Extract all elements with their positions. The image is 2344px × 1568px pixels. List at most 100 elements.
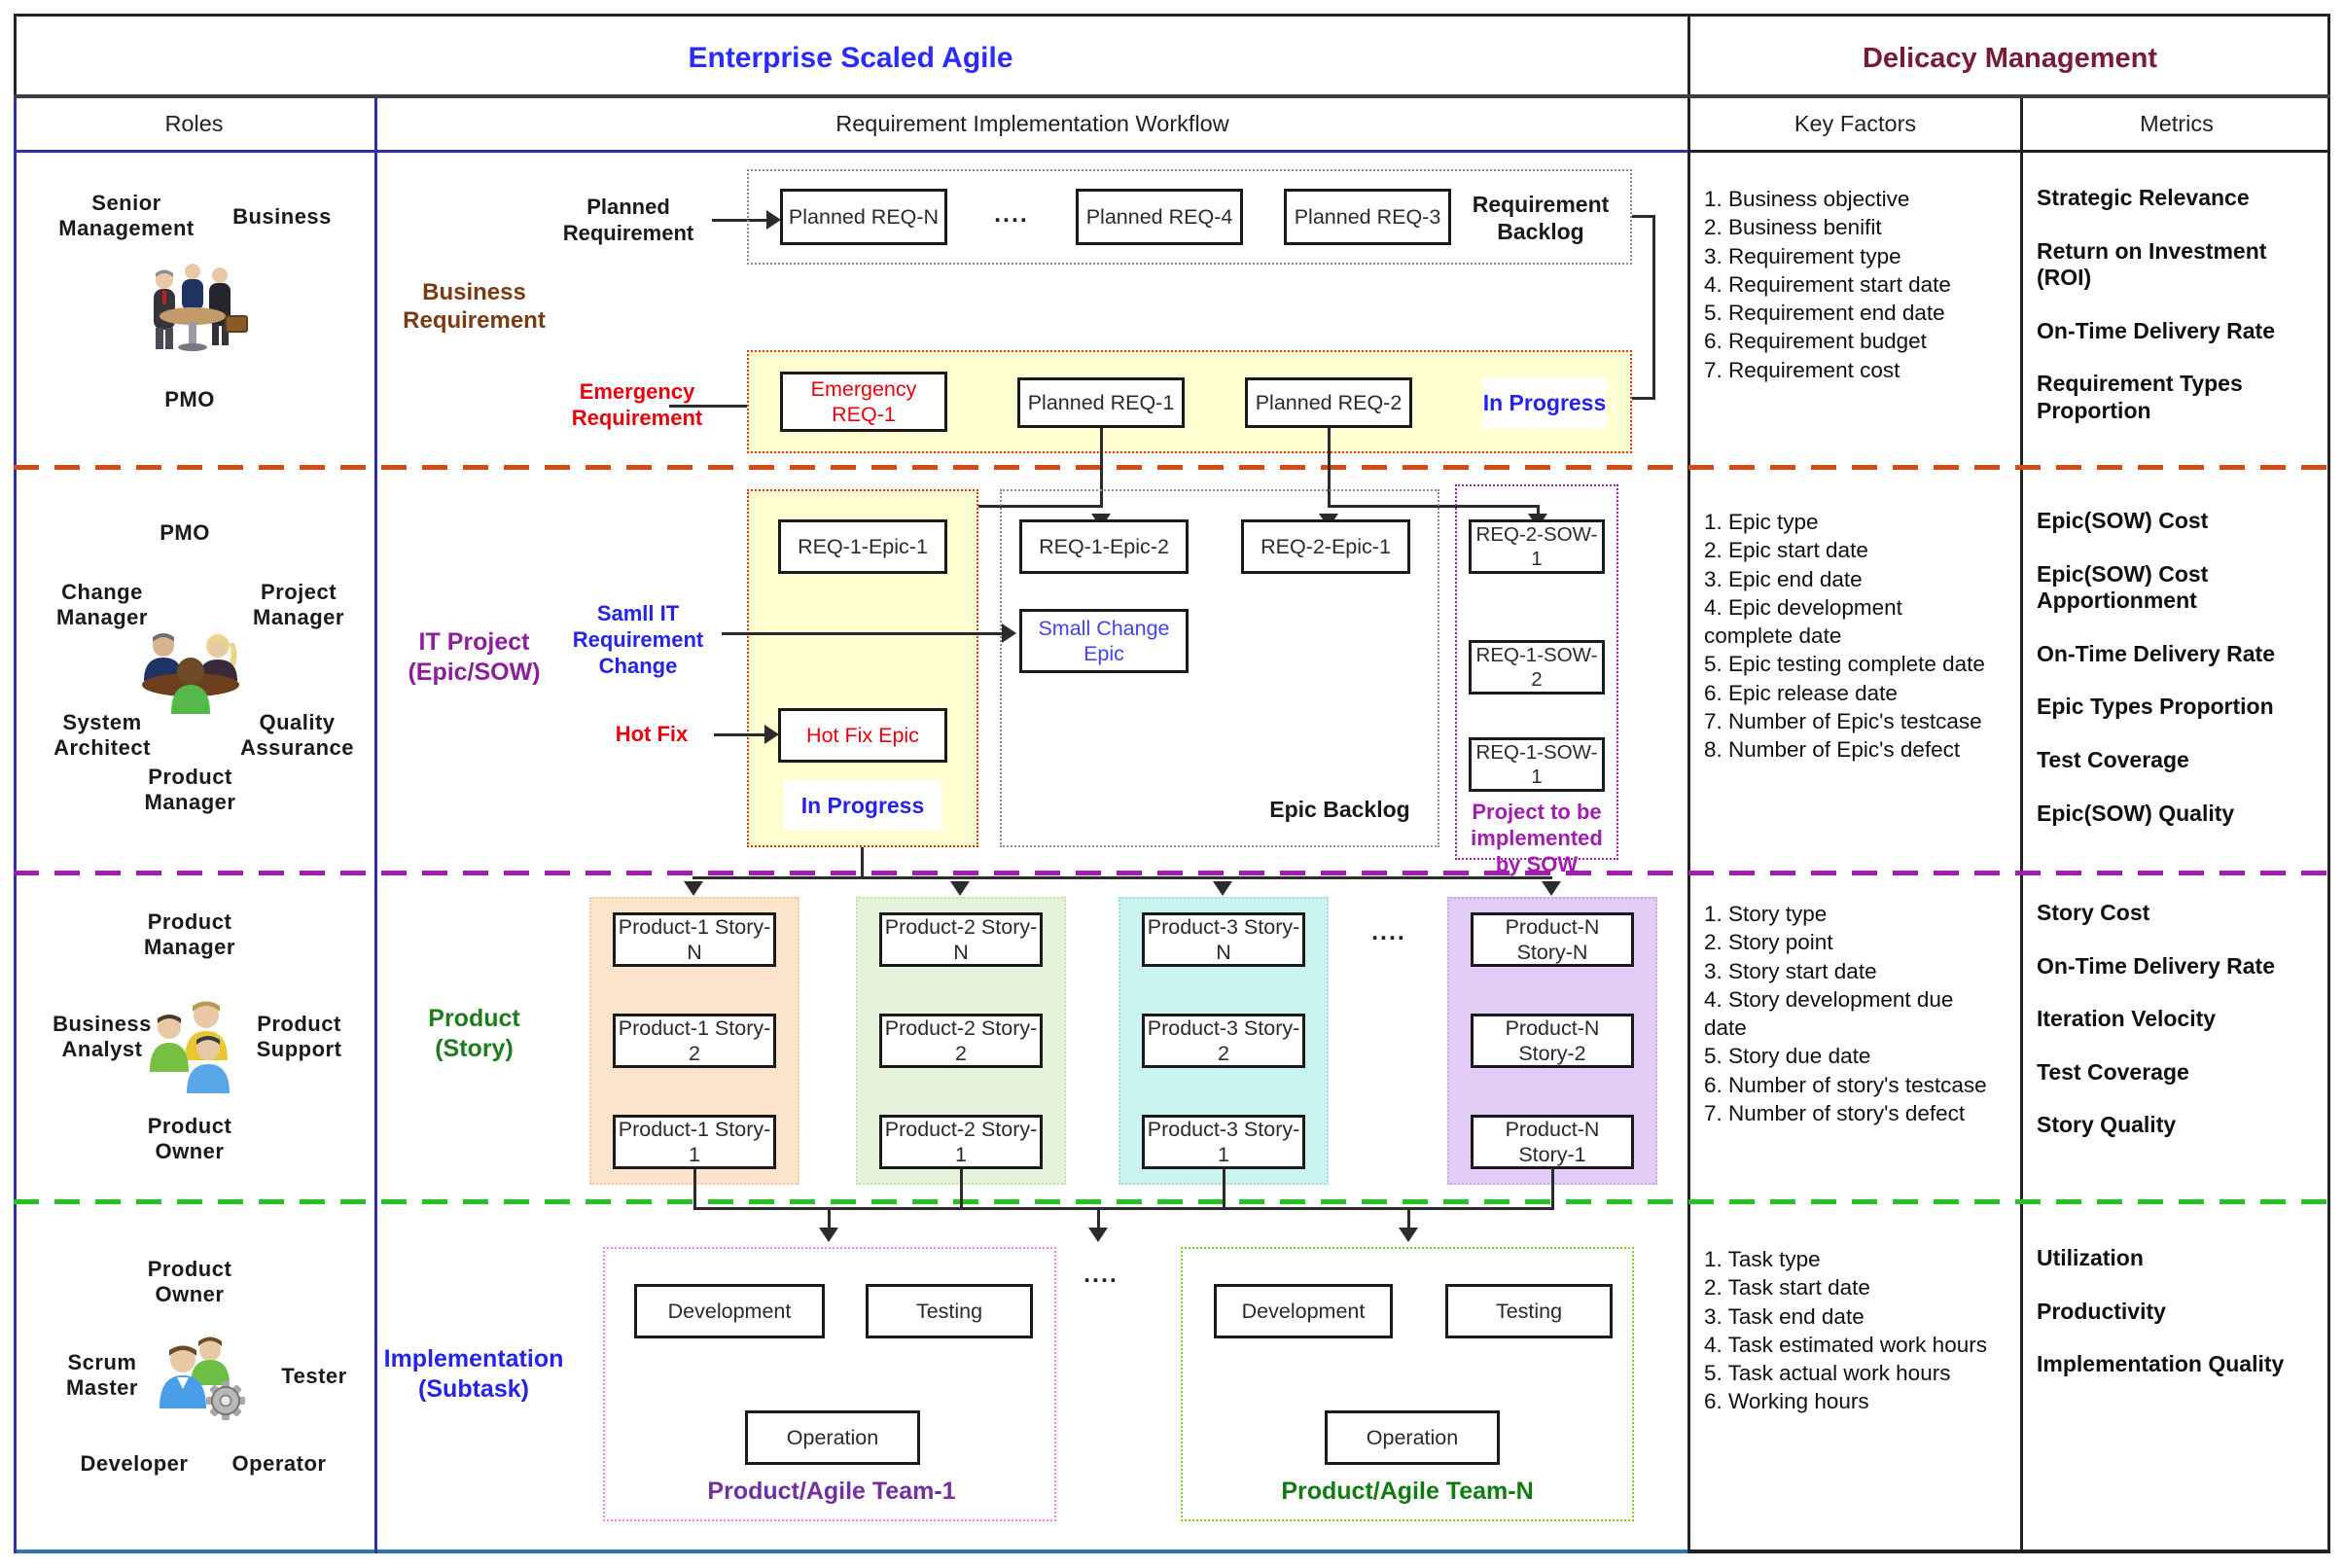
small-change-epic-node: Small Change Epic <box>1019 609 1189 673</box>
arrowhead <box>950 881 970 896</box>
team1-operation-node: Operation <box>745 1410 920 1465</box>
metric-item: Utilization <box>2037 1245 2144 1270</box>
key-factor-item: 1. Business objective <box>1704 187 1910 211</box>
key-factor-item: 2. Business benifit <box>1704 215 1882 240</box>
team-trio-icon <box>150 1001 230 1093</box>
key-factor-item: 6. Requirement budget <box>1704 329 1927 354</box>
role-project-manager: Project Manager <box>253 580 344 630</box>
connector <box>1407 1207 1410 1229</box>
metrics-list-row1: Strategic Relevance Return on Investment… <box>2037 185 2321 451</box>
key-factor-item: 5. Story due date <box>1704 1044 1871 1069</box>
connector <box>669 405 755 408</box>
metric-item: Epic Types Proportion <box>2037 694 2274 720</box>
key-factor-item: 2. Story point <box>1704 930 1833 955</box>
key-factors-list-row4: 1. Task type 2. Task start date 3. Task … <box>1704 1245 1996 1416</box>
role-business: Business <box>232 204 332 229</box>
key-factor-item: 1. Task type <box>1704 1247 1821 1271</box>
requirement-backlog-title: Requirement Backlog <box>1472 192 1610 245</box>
arrowhead <box>1002 624 1016 643</box>
product-story-lane-label: Product (Story) <box>428 1005 520 1062</box>
req-1-sow-1-node: REQ-1-SOW-1 <box>1469 737 1605 792</box>
key-factor-item: 3. Epic end date <box>1704 566 1863 591</box>
arrowhead <box>1088 1228 1108 1242</box>
hot-fix-label: Hot Fix <box>615 722 689 746</box>
product-n-story-n-node: Product-N Story-N <box>1471 912 1634 967</box>
column-header-metrics: Metrics <box>2140 111 2214 136</box>
req-1-epic-1-node: REQ-1-Epic-1 <box>778 519 947 574</box>
metric-item: Epic(SOW) Cost Apportionment <box>2037 560 2209 614</box>
connector <box>861 847 864 879</box>
metric-item: Epic(SOW) Quality <box>2037 800 2235 826</box>
key-factor-item: 5. Requirement end date <box>1704 301 1945 325</box>
metric-item: Test Coverage <box>2037 1058 2189 1085</box>
role-quality-assurance: Quality Assurance <box>239 710 354 761</box>
metric-item: Productivity <box>2037 1298 2166 1324</box>
connector <box>860 505 1103 508</box>
column-header-roles: Roles <box>164 111 224 136</box>
planned-req-3-node: Planned REQ-3 <box>1284 189 1451 245</box>
arrowhead <box>1213 881 1232 896</box>
team1-development-node: Development <box>634 1284 825 1338</box>
divider-roles-workflow <box>374 97 377 1553</box>
frame-left-top <box>14 14 17 97</box>
arrowhead <box>764 725 779 744</box>
frame-right <box>2327 14 2330 1553</box>
role-product-manager-3: Product Manager <box>144 909 235 960</box>
lane-separator-2 <box>14 871 2330 875</box>
emergency-req-1-node: Emergency REQ-1 <box>780 372 947 432</box>
column-header-key-factors: Key Factors <box>1794 111 1917 136</box>
lane-separator-3 <box>14 1199 2330 1204</box>
metric-item: Return on Investment (ROI) <box>2037 237 2267 291</box>
key-factor-item: 7. Number of story's defect <box>1704 1100 1966 1125</box>
product-3-story-2-node: Product-3 Story-2 <box>1142 1014 1305 1068</box>
business-requirement-lane-label: Business Requirement <box>403 279 546 335</box>
req-1-epic-2-node: REQ-1-Epic-2 <box>1019 519 1189 574</box>
frame-bottom-left <box>14 1550 1689 1553</box>
connector <box>1652 215 1655 400</box>
connector <box>1223 1169 1225 1210</box>
arrowhead <box>819 1228 838 1242</box>
planned-req-4-node: Planned REQ-4 <box>1076 189 1243 245</box>
metric-item: Strategic Relevance <box>2037 185 2250 210</box>
frame-top <box>14 14 2330 17</box>
team1-testing-node: Testing <box>866 1284 1033 1338</box>
boardroom-people-icon <box>154 264 248 351</box>
metric-item: Test Coverage <box>2037 746 2189 772</box>
divider-sections <box>1687 14 1690 1553</box>
sow-project-title: Project to be implemented by SOW <box>1471 800 1603 876</box>
connector <box>1551 1169 1554 1210</box>
key-factor-item: 6. Number of story's testcase <box>1704 1072 1987 1097</box>
key-factors-list-row3: 1. Story type 2. Story point 3. Story st… <box>1704 900 1996 1127</box>
connector <box>722 632 1002 635</box>
connector <box>1097 1207 1100 1229</box>
role-tester: Tester <box>281 1364 347 1388</box>
metrics-list-row3: Story Cost On-Time Delivery Rate Iterati… <box>2037 900 2321 1165</box>
metrics-list-row2: Epic(SOW) Cost Epic(SOW) Cost Apportionm… <box>2037 508 2321 853</box>
metric-item: Requirement Types Proportion <box>2037 371 2243 423</box>
product-n-story-2-node: Product-N Story-2 <box>1471 1014 1634 1068</box>
connector <box>960 1169 963 1210</box>
teamN-operation-node: Operation <box>1325 1410 1500 1465</box>
product-2-story-n-node: Product-2 Story-N <box>879 912 1043 967</box>
agile-team-n-title: Product/Agile Team-N <box>1281 1478 1534 1505</box>
emergency-requirement-label: Emergency Requirement <box>571 379 703 430</box>
req-1-sow-2-node: REQ-1-SOW-2 <box>1469 640 1605 695</box>
key-factor-item: 4. Story development due date <box>1704 986 1954 1040</box>
ellipsis: .... <box>1083 1261 1119 1288</box>
teamN-development-node: Development <box>1214 1284 1393 1338</box>
key-factor-item: 4. Task estimated work hours <box>1704 1332 1987 1357</box>
planned-requirement-label: Planned Requirement <box>562 195 694 245</box>
connector <box>1632 215 1655 218</box>
product-3-story-n-node: Product-3 Story-N <box>1142 912 1305 967</box>
key-factor-item: 6. Epic release date <box>1704 680 1898 705</box>
key-factor-item: 1. Epic type <box>1704 510 1819 534</box>
role-pmo: PMO <box>164 387 215 411</box>
key-factor-item: 1. Story type <box>1704 902 1828 926</box>
key-factor-item: 2. Task start date <box>1704 1275 1870 1301</box>
role-pmo-2: PMO <box>160 520 210 545</box>
connector <box>693 1169 696 1210</box>
frame-bottom-right <box>1689 1550 2330 1553</box>
key-factor-item: 3. Task end date <box>1704 1303 1865 1329</box>
role-business-analyst: Business Analyst <box>53 1012 152 1062</box>
